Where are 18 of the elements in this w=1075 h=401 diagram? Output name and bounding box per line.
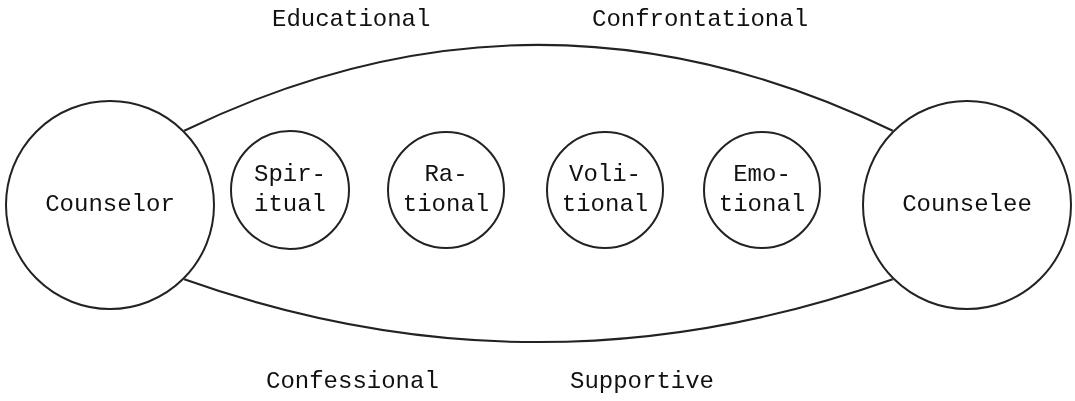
- node-label: Emo- tional: [717, 160, 807, 220]
- circle-node: [862, 100, 1072, 310]
- circle-node: [546, 131, 664, 249]
- circle-node: [387, 131, 505, 249]
- node-label: Counselor: [44, 190, 176, 220]
- curved-line: [183, 43, 894, 132]
- curved-line: [183, 278, 894, 344]
- arc-label: Confessional: [266, 368, 439, 395]
- circle-node: [5, 100, 215, 310]
- node-label: Ra- tional: [401, 160, 491, 220]
- arc-label: Supportive: [570, 368, 715, 395]
- node-label: Voli- tional: [560, 160, 650, 220]
- node-label: Counselee: [901, 190, 1033, 220]
- circle-node: [703, 131, 821, 249]
- arc-label: Confrontational: [592, 6, 809, 33]
- circle-node: [230, 130, 350, 250]
- node-label: Spir- itual: [253, 160, 327, 220]
- arc-label: Educational: [272, 6, 431, 33]
